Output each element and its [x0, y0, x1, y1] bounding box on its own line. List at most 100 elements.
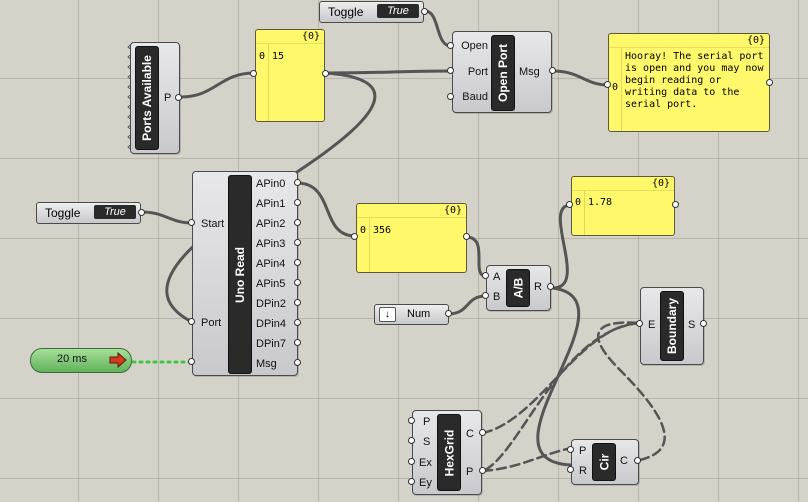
number-param[interactable]: ↓ Num — [374, 304, 449, 325]
hexgrid-output-c: C — [466, 428, 474, 440]
division-a-port[interactable] — [482, 272, 489, 279]
wire-panel-openport — [324, 69, 453, 75]
panel-message[interactable]: {0} 0 Hooray! The serial port is open an… — [608, 33, 770, 132]
uno-read-msg-port[interactable] — [294, 359, 301, 366]
boundary-s-port[interactable] — [700, 320, 707, 327]
timer-label: 20 ms — [57, 353, 87, 365]
panel-apin-input-port[interactable] — [351, 233, 358, 240]
open-port-input-baud: Baud — [462, 91, 488, 103]
uno-read-component[interactable]: Start Port Uno Read APin0 APin1 APin2 AP… — [192, 171, 298, 376]
hexgrid-input-ey: Ey — [419, 477, 432, 489]
open-port-msg-port[interactable] — [549, 67, 556, 74]
panel-apin-output-port[interactable] — [463, 233, 470, 240]
panel-message-input-port[interactable] — [604, 81, 611, 88]
hexgrid-output-p: P — [466, 466, 474, 478]
hexgrid-input-s: S — [423, 436, 431, 448]
hexgrid-c-port[interactable] — [479, 429, 486, 436]
panel-division[interactable]: {0} 0 1.78 — [571, 176, 675, 236]
uno-read-output-apin4: APin4 — [256, 258, 286, 270]
panel-message-output-port[interactable] — [766, 79, 773, 86]
panel-ports-value: 15 — [272, 51, 285, 62]
toggle-top-value[interactable]: True — [377, 4, 419, 18]
open-port-title: Open Port — [491, 35, 515, 111]
open-port-input-open: Open — [461, 40, 488, 52]
number-output-port[interactable] — [445, 310, 452, 317]
circle-title: Cir — [592, 443, 616, 481]
circle-component[interactable]: P R Cir C — [571, 439, 639, 485]
uno-read-output-dpin4: DPin4 — [256, 318, 286, 330]
circle-r-port[interactable] — [567, 466, 574, 473]
ports-available-output-port[interactable] — [175, 94, 182, 101]
panel-ports-output-port[interactable] — [322, 70, 329, 77]
uno-read-output-apin0: APin0 — [256, 178, 286, 190]
uno-read-apin2-port[interactable] — [294, 219, 301, 226]
uno-read-input-port: Port — [201, 317, 222, 329]
uno-read-start-port[interactable] — [188, 219, 195, 226]
wire-hexc-boundary — [481, 321, 642, 435]
hexgrid-input-p: P — [423, 416, 431, 428]
uno-read-apin3-port[interactable] — [294, 239, 301, 246]
panel-apin[interactable]: {0} 0 356 — [356, 203, 467, 273]
panel-division-index: 0 — [575, 197, 582, 208]
division-r-port[interactable] — [547, 283, 554, 290]
uno-read-dpin7-port[interactable] — [294, 339, 301, 346]
toggle-left-value[interactable]: True — [94, 205, 136, 219]
wire-num-b — [446, 294, 488, 316]
hexgrid-input-ex: Ex — [419, 457, 432, 469]
division-component[interactable]: A B A/B R — [486, 265, 551, 311]
uno-read-output-msg: Msg — [256, 358, 277, 370]
panel-division-value: 1.78 — [588, 197, 613, 208]
panel-ports-index: 0 — [259, 51, 266, 62]
circle-input-r: R — [579, 465, 587, 477]
hexgrid-p-port[interactable] — [408, 417, 415, 424]
panel-message-index: 0 — [612, 82, 619, 93]
division-title: A/B — [506, 269, 530, 307]
timer[interactable]: 20 ms — [30, 348, 132, 373]
panel-ports-input-port[interactable] — [250, 70, 257, 77]
uno-read-apin5-port[interactable] — [294, 279, 301, 286]
uno-read-apin4-port[interactable] — [294, 259, 301, 266]
uno-read-dpin4-port[interactable] — [294, 319, 301, 326]
hexgrid-ex-port[interactable] — [408, 458, 415, 465]
ports-available-component[interactable]: Ports Available P — [130, 42, 180, 154]
wire-toggle-start — [140, 210, 195, 225]
wire-r-panel — [551, 203, 573, 290]
toggle-left-output-port[interactable] — [138, 209, 145, 216]
panel-division-input-port[interactable] — [566, 201, 573, 208]
uno-read-apin0-port[interactable] — [294, 179, 301, 186]
hexgrid-ey-port[interactable] — [408, 478, 415, 485]
circle-p-port[interactable] — [567, 446, 574, 453]
panel-ports[interactable]: {0} 0 15 — [255, 29, 325, 122]
uno-read-port-port[interactable] — [188, 318, 195, 325]
ports-available-output-label: P — [164, 92, 172, 104]
hexgrid-pout-port[interactable] — [479, 467, 486, 474]
panel-message-value: Hooray! The serial port is open and you … — [625, 51, 764, 110]
panel-division-header: {0} — [572, 177, 674, 191]
uno-read-output-dpin2: DPin2 — [256, 298, 286, 310]
boundary-e-port[interactable] — [636, 320, 643, 327]
uno-read-apin1-port[interactable] — [294, 199, 301, 206]
division-b-port[interactable] — [482, 292, 489, 299]
panel-apin-index: 0 — [360, 225, 367, 236]
hexgrid-component[interactable]: P S Ex Ey HexGrid C P — [412, 410, 482, 495]
open-port-component[interactable]: Open Port Baud Open Port Msg — [452, 31, 552, 113]
circle-input-p: P — [579, 445, 587, 457]
wire-panel-a — [464, 235, 488, 278]
uno-read-dpin2-port[interactable] — [294, 299, 301, 306]
open-port-port-port[interactable] — [447, 67, 454, 74]
open-port-open-port[interactable] — [447, 42, 454, 49]
toggle-top[interactable]: Toggle True — [319, 1, 424, 23]
ports-available-title: Ports Available — [135, 46, 159, 150]
boundary-component[interactable]: E Boundary S — [640, 287, 704, 365]
panel-division-output-port[interactable] — [672, 201, 679, 208]
wire-apin0-panel — [295, 181, 357, 238]
hexgrid-s-port[interactable] — [408, 437, 415, 444]
wire-toggle-open — [423, 9, 453, 48]
down-arrow-icon[interactable]: ↓ — [379, 307, 396, 322]
uno-read-output-apin2: APin2 — [256, 218, 286, 230]
open-port-baud-port[interactable] — [447, 93, 454, 100]
uno-read-timer-port[interactable] — [188, 358, 195, 365]
circle-c-port[interactable] — [634, 457, 641, 464]
toggle-top-output-port[interactable] — [421, 8, 428, 15]
toggle-left[interactable]: Toggle True — [36, 202, 141, 224]
